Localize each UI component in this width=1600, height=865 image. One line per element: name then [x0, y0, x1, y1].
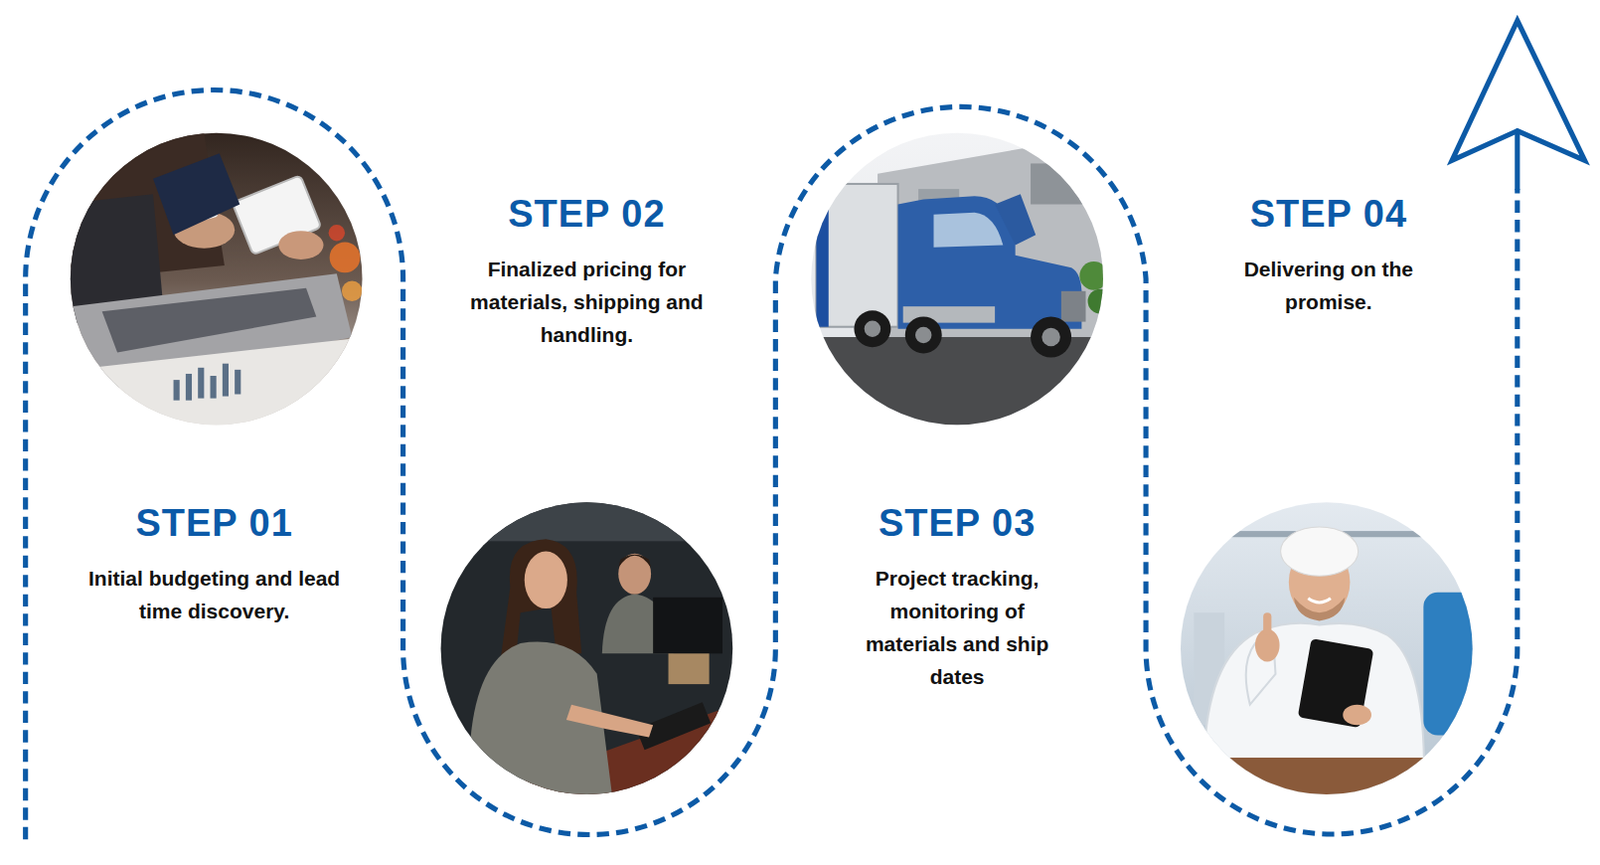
arrow-shaft — [1514, 131, 1520, 191]
step-block: STEP 04 Delivering on the promise. — [1223, 191, 1435, 319]
step-block: STEP 03 Project tracking, monitoring of m… — [846, 500, 1068, 693]
photo-office — [439, 499, 746, 806]
step-heading: STEP 02 — [467, 191, 706, 236]
step-heading: STEP 04 — [1223, 191, 1435, 236]
arrow-head — [1451, 20, 1585, 161]
step-description: Finalized pricing for materials, shippin… — [467, 252, 706, 351]
step-heading: STEP 03 — [846, 500, 1068, 545]
photo-devices — [61, 122, 378, 439]
step-description: Delivering on the promise. — [1223, 252, 1435, 319]
photo-truck — [805, 128, 1113, 440]
photo-worker — [1178, 499, 1480, 799]
step-block: STEP 01 Initial budgeting and lead time d… — [84, 500, 345, 628]
dashed-path — [25, 90, 1518, 840]
step-description: Project tracking, monitoring of material… — [846, 561, 1068, 693]
step-description: Initial budgeting and lead time discover… — [84, 561, 345, 628]
step-heading: STEP 01 — [84, 500, 345, 545]
step-block: STEP 02 Finalized pricing for materials, … — [467, 191, 706, 351]
